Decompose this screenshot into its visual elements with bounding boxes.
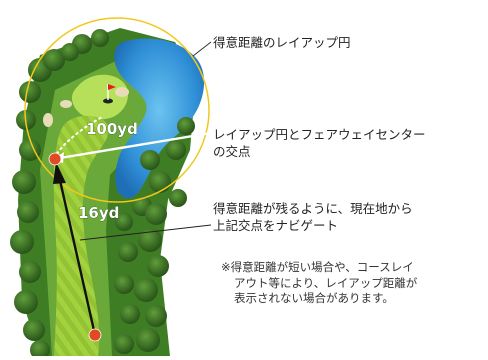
intersection-marker xyxy=(48,152,62,166)
navigate-label: 得意距離が残るように、現在地から 上記交点をナビゲート xyxy=(213,200,413,234)
footnote-line2: アウト等により、レイアップ距離が xyxy=(234,275,418,290)
bunker xyxy=(60,100,72,108)
tree-clusters xyxy=(10,29,195,360)
navigation-arrow xyxy=(57,175,97,336)
current-distance-label: 16yd xyxy=(78,204,119,222)
footnote-line3: 表示されない場合があります。 xyxy=(234,291,394,305)
layup-circle-text: 得意距離のレイアップ円 xyxy=(213,35,351,50)
navigation-arrowhead xyxy=(53,162,66,184)
putting-green xyxy=(71,74,129,120)
footnote-line1: ※得意距離が短い場合や、コースレイ xyxy=(221,260,414,274)
intersection-text-line2: の交点 xyxy=(213,144,251,159)
bunker xyxy=(43,113,53,127)
layup-circle xyxy=(24,17,210,203)
fairway xyxy=(53,115,109,356)
intersection-label: レイアップ円とフェアウェイセンター の交点 xyxy=(213,126,426,160)
layup-distance-label: 100yd xyxy=(86,120,138,138)
navigate-text-line1: 得意距離が残るように、現在地から xyxy=(213,201,413,216)
layup-circle-label: 得意距離のレイアップ円 xyxy=(213,34,351,51)
leader-line-layup xyxy=(192,41,212,57)
intersection-text-line1: レイアップ円とフェアウェイセンター xyxy=(213,127,426,142)
leader-line-intersection xyxy=(59,131,212,160)
navigate-text-line2: 上記交点をナビゲート xyxy=(213,218,339,233)
pin-flag-icon xyxy=(103,84,116,104)
water-hazard xyxy=(114,38,205,199)
current-position-marker xyxy=(88,328,102,342)
leader-line-navigate xyxy=(79,224,212,241)
footnote: ※得意距離が短い場合や、コースレイ アウト等により、レイアップ距離が 表示されな… xyxy=(221,260,417,307)
bunker xyxy=(115,87,129,97)
